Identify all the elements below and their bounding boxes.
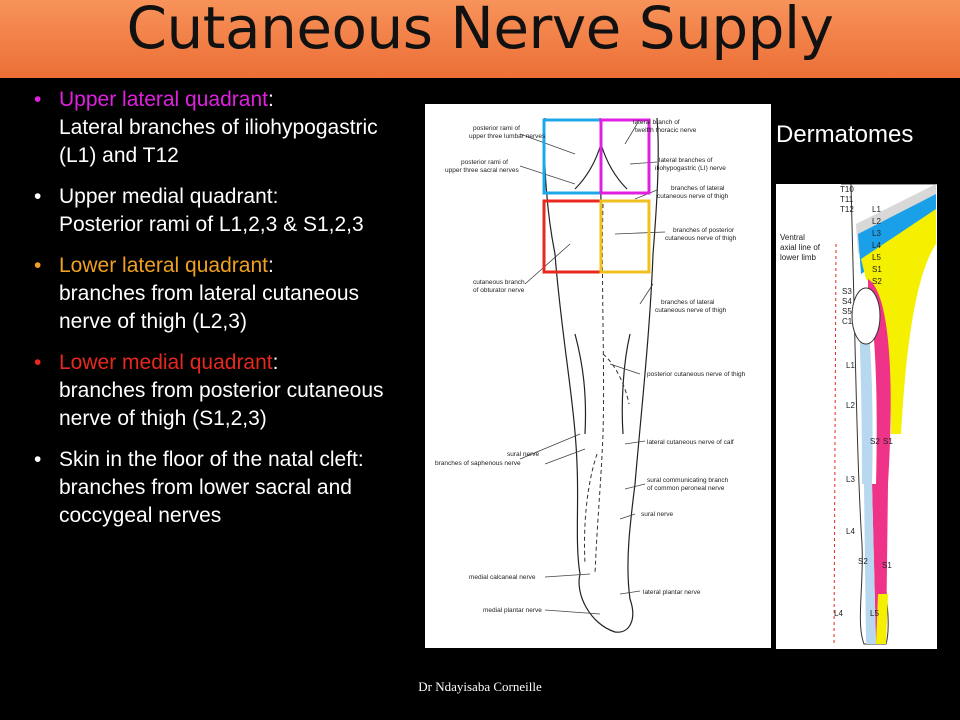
level-label: L1: [846, 361, 855, 370]
bullet-body: Posterior rami of L1,2,3 & S1,2,3: [59, 213, 364, 236]
bullet-head: Skin in the floor of the natal cleft: br…: [59, 448, 364, 527]
bullet-natal-cleft: • Skin in the floor of the natal cleft: b…: [34, 446, 404, 530]
bullet-dot: •: [34, 88, 42, 111]
label-saphenous: branches of saphenous nerve: [435, 460, 521, 467]
label-med-plantar: medial plantar nerve: [483, 607, 542, 614]
label-lat-plantar: lateral plantar nerve: [643, 589, 701, 596]
band-s2-lower: [864, 484, 876, 644]
level-label: S2: [872, 277, 882, 286]
level-label: T12: [840, 205, 854, 214]
leader-lines: [519, 123, 666, 615]
label-med-calcaneal: medial calcaneal nerve: [469, 574, 536, 581]
ventral-label-1: Ventral: [780, 233, 805, 242]
nerve-figure: posterior rami of upper three lumbar ner…: [425, 104, 771, 648]
label-lat-cut-thigh-2b: cutaneous nerve of thigh: [655, 307, 727, 314]
ventral-axial-line: [833, 243, 837, 645]
level-label: T11: [840, 195, 854, 204]
label-post-rami-lumbar-2: upper three lumbar nerves: [469, 133, 546, 140]
band-l5-foot: [876, 594, 888, 644]
level-label: L1: [872, 205, 881, 214]
label-lat-cut-calf: lateral cutaneous nerve of calf: [647, 439, 734, 446]
level-label: T10: [840, 185, 854, 194]
natal-area: [851, 287, 881, 345]
bullet-dot: •: [34, 351, 42, 374]
level-label: C1: [842, 317, 853, 326]
bullet-dot: •: [34, 185, 42, 208]
bullet-list: •Upper lateral quadrant:Lateral branches…: [34, 86, 404, 543]
label-lat-cut-thigh-1a: branches of lateral: [671, 185, 725, 192]
bullet-head: Upper medial quadrant: [59, 185, 273, 208]
upper-medial-box: [542, 118, 603, 195]
label-lateral-ilio-1: lateral branches of: [659, 157, 713, 164]
label-obturator-1: cutaneous branch: [473, 279, 525, 286]
nerve-diagram: posterior rami of upper three lumbar ner…: [435, 117, 746, 633]
ventral-label-3: lower limb: [780, 253, 817, 262]
lower-lateral-box: [599, 199, 651, 274]
label-post-rami-lumbar-1: posterior rami of: [473, 125, 520, 132]
bullet-upper-medial: •Upper medial quadrant:Posterior rami of…: [34, 185, 364, 236]
bullet-body: branches from posterior cutaneous nerve …: [59, 379, 384, 430]
level-label: L5: [872, 253, 881, 262]
bullet-dot: •: [34, 254, 42, 277]
upper-lateral-box: [599, 118, 651, 195]
label-lateral-t12-1: lateral branch of: [633, 119, 680, 126]
bullet-lower-medial: •Lower medial quadrant:branches from pos…: [34, 351, 384, 430]
band-l5: [861, 209, 936, 434]
level-label: L4: [872, 241, 881, 250]
lower-medial-box: [542, 199, 603, 274]
label-lateral-t12-2: twelfth thoracic nerve: [635, 127, 697, 134]
bullet-upper-lateral: •Upper lateral quadrant:Lateral branches…: [34, 88, 378, 167]
label-lateral-ilio-2: iliohypogastric (LI) nerve: [655, 165, 726, 172]
label-post-cut-thigh-nerve: posterior cutaneous nerve of thigh: [647, 371, 746, 378]
label-post-cut-thigh-1: branches of posterior: [673, 227, 735, 234]
ventral-label-2: axial line of: [780, 243, 821, 252]
level-label: S1: [883, 437, 893, 446]
level-label: L2: [872, 217, 881, 226]
label-post-cut-thigh-2: cutaneous nerve of thigh: [665, 235, 737, 242]
label-lat-cut-thigh-2a: branches of lateral: [661, 299, 715, 306]
level-label: L5: [870, 609, 879, 618]
level-label: L2: [846, 401, 855, 410]
level-label: L3: [872, 229, 881, 238]
bullet-head: Upper lateral quadrant: [59, 88, 268, 111]
dermatome-figure: Ventral axial line of lower limb T10 T11…: [776, 183, 937, 649]
author-footer: Dr Ndayisaba Corneille: [418, 679, 542, 694]
level-label: S1: [872, 265, 882, 274]
level-label: S2: [858, 557, 868, 566]
bullet-head: Lower medial quadrant: [59, 351, 273, 374]
label-sural: sural nerve: [507, 451, 540, 458]
level-label: L4: [834, 609, 843, 618]
level-label: L3: [846, 475, 855, 484]
level-label: S1: [882, 561, 892, 570]
level-label: S2: [870, 437, 880, 446]
level-label: L4: [846, 527, 855, 536]
label-sural-2: sural nerve: [641, 511, 674, 518]
label-obturator-2: of obturator nerve: [473, 287, 525, 294]
label-post-rami-sacral-1: posterior rami of: [461, 159, 508, 166]
label-lat-cut-thigh-1b: cutaneous nerve of thigh: [657, 193, 729, 200]
level-label: S5: [842, 307, 852, 316]
bullet-dot: •: [34, 448, 42, 471]
dermatome-diagram: Ventral axial line of lower limb T10 T11…: [780, 183, 937, 645]
bullet-body: Lateral branches of iliohypogastric (L1)…: [59, 116, 378, 167]
level-label: S4: [842, 297, 852, 306]
slide-title: Cutaneous Nerve Supply: [126, 0, 834, 62]
dermatomes-title: Dermatomes: [776, 121, 914, 148]
bullet-lower-lateral: •Lower lateral quadrant:branches from la…: [34, 254, 359, 333]
bullet-body: branches from lateral cutaneous nerve of…: [59, 282, 359, 333]
level-label: S3: [842, 287, 852, 296]
label-sural-comm-2: of common peroneal nerve: [647, 485, 725, 492]
title-bar: [0, 0, 960, 78]
label-sural-comm-1: sural communicating branch: [647, 477, 729, 484]
bullet-head: Lower lateral quadrant: [59, 254, 268, 277]
leg-outline: [543, 117, 659, 633]
label-post-rami-sacral-2: upper three sacral nerves: [445, 167, 519, 174]
